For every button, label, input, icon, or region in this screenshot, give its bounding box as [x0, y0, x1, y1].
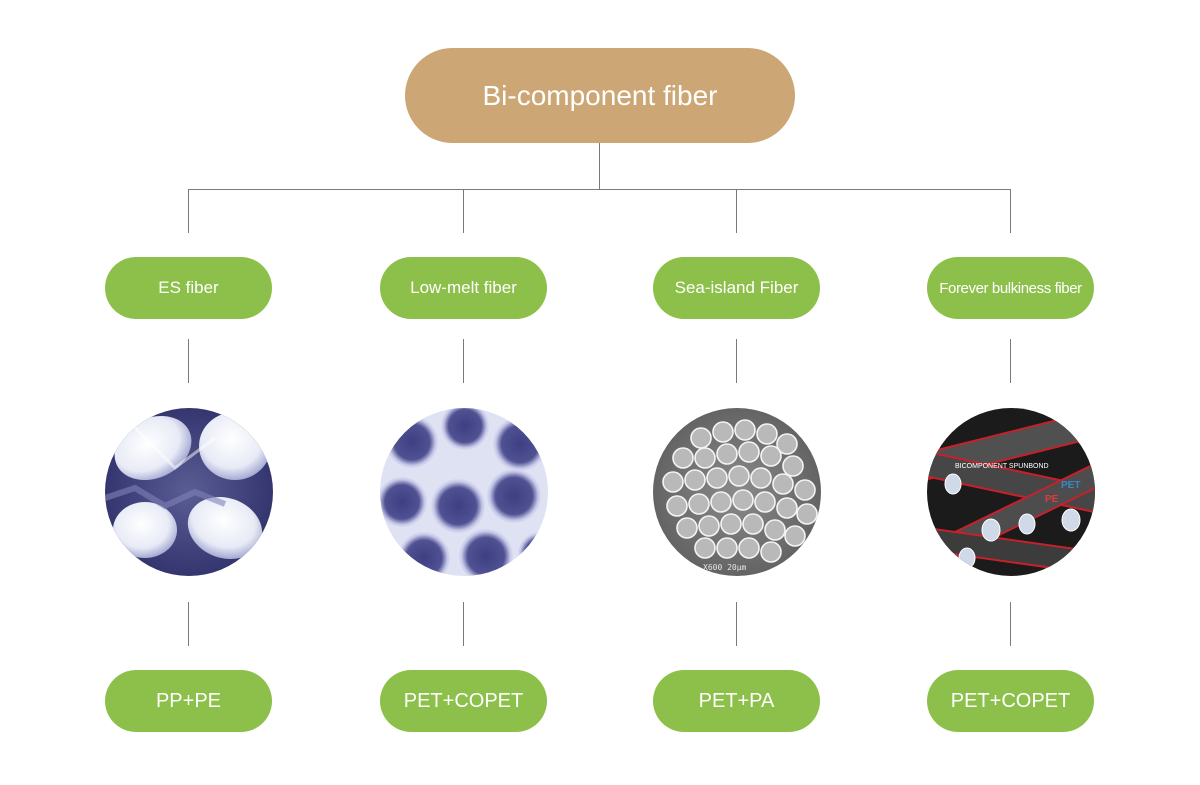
branch-drop-4	[1010, 189, 1011, 233]
material-node-pet-pa: PET+PA	[653, 670, 820, 732]
fiber-photo-es-fiber	[105, 408, 273, 576]
branch-drop-3	[736, 189, 737, 233]
material-node-pet-copet: PET+COPET	[380, 670, 547, 732]
material-label: PP+PE	[155, 689, 222, 712]
category-label: Forever bulkiness fiber	[939, 279, 1082, 297]
category-photo-connector-2	[463, 339, 464, 383]
category-node-es-fiber: ES fiber	[105, 257, 272, 319]
root-node-bicomponent-fiber: Bi-component fiber	[405, 48, 795, 143]
fiber-photo-forever-bulkiness-fiber: BICOMPONENT SPUNBOND PET PE	[927, 408, 1095, 576]
category-label: Sea-island Fiber	[674, 278, 799, 297]
branch-bar	[188, 189, 1011, 190]
material-label: PET+COPET	[403, 689, 524, 712]
category-node-low-melt-fiber: Low-melt fiber	[380, 257, 547, 319]
branch-drop-1	[188, 189, 189, 233]
material-label: PET+COPET	[950, 689, 1071, 712]
photo-label-pet: PET	[1061, 480, 1080, 491]
photo-material-connector-4	[1010, 602, 1011, 646]
category-node-forever-bulkiness-fiber: Forever bulkiness fiber	[927, 257, 1094, 319]
material-node-pp-pe: PP+PE	[105, 670, 272, 732]
category-photo-connector-3	[736, 339, 737, 383]
photo-label-pe: PE	[1045, 494, 1059, 505]
photo-caption: BICOMPONENT SPUNBOND	[955, 463, 1049, 470]
category-label: Low-melt fiber	[410, 278, 517, 297]
root-node-label: Bi-component fiber	[482, 79, 718, 111]
micrograph-scale-label: X600 20µm	[703, 563, 747, 572]
category-photo-connector-1	[188, 339, 189, 383]
material-label: PET+PA	[698, 689, 775, 712]
photo-material-connector-1	[188, 602, 189, 646]
category-label: ES fiber	[158, 278, 219, 297]
branch-drop-2	[463, 189, 464, 233]
photo-material-connector-2	[463, 602, 464, 646]
fiber-photo-sea-island-fiber: X600 20µm	[653, 408, 821, 576]
photo-material-connector-3	[736, 602, 737, 646]
material-node-pet-copet-bulkiness: PET+COPET	[927, 670, 1094, 732]
category-node-sea-island-fiber: Sea-island Fiber	[653, 257, 820, 319]
category-photo-connector-4	[1010, 339, 1011, 383]
root-connector	[599, 143, 600, 189]
fiber-photo-low-melt-fiber	[380, 408, 548, 576]
